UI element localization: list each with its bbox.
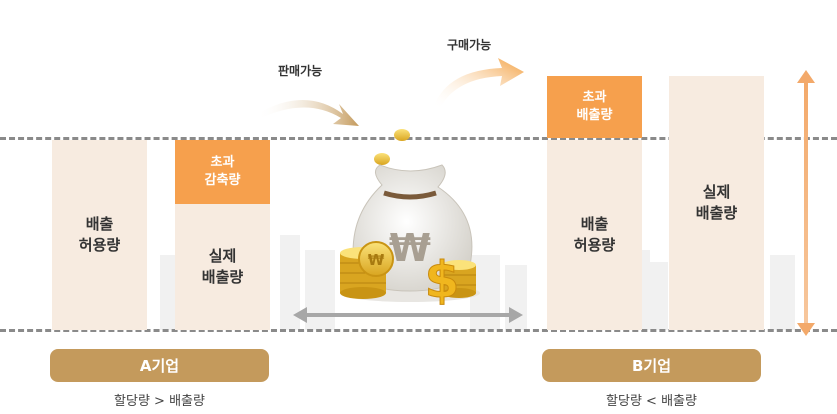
company-a-actual-emission-bar: 실제 배출량 [175,204,270,330]
company-b-badge: B기업 [542,349,761,382]
buy-curved-arrow-icon [434,58,524,108]
svg-text:$: $ [425,251,460,305]
company-b-allowance-label: 배출 허용량 [573,215,616,254]
buy-possible-label: 구매가능 [447,38,492,52]
company-a-caption: 할당량 > 배출량 [114,394,205,409]
lower-dashed-line [0,329,837,332]
money-bag-icon: ₩ ₩ $ [340,129,480,305]
company-b-actual-emission-bar: 실제 배출량 [669,76,764,330]
company-a-excess-reduction-box: 초과 감축량 [175,140,270,204]
svg-text:₩: ₩ [389,226,431,270]
sell-possible-label: 판매가능 [278,64,323,78]
vertical-range-arrow-icon [797,70,815,336]
company-b-allowance-bar: 배출 허용량 [547,140,642,330]
company-b-caption: 할당량 < 배출량 [606,394,697,409]
company-b-excess-emission-box: 초과 배출량 [547,76,642,138]
company-a-badge: A기업 [50,349,269,382]
horizontal-trade-arrow-icon [293,307,523,323]
svg-text:₩: ₩ [368,251,385,269]
company-a-allowance-label: 배출 허용량 [78,215,121,254]
sell-curved-arrow-icon [257,100,359,126]
company-b-excess-emission-label: 초과 배출량 [576,90,613,123]
company-a-excess-reduction-label: 초과 감축량 [204,155,241,188]
company-a-name: A기업 [139,357,180,375]
company-b-actual-emission-label: 실제 배출량 [695,183,738,222]
upper-dashed-line [0,137,837,140]
company-a-allowance-bar: 배출 허용량 [52,140,147,330]
company-b-name: B기업 [631,357,672,375]
company-a-actual-emission-label: 실제 배출량 [201,247,244,286]
